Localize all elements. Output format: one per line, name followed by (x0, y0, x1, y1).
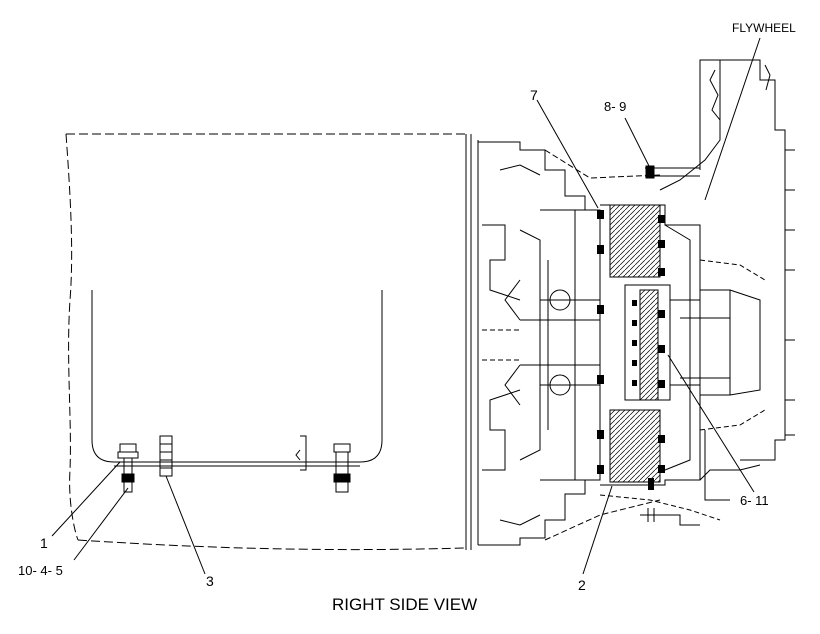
strap-bolts (118, 436, 350, 492)
label-part-8-9: 8- 9 (604, 99, 627, 114)
hatched-sections (610, 205, 660, 482)
label-part-10-4-5: 10- 4- 5 (18, 563, 63, 578)
leader-lines (52, 38, 760, 574)
label-flywheel: FLYWHEEL (732, 21, 796, 35)
label-part-1: 1 (40, 535, 48, 551)
housing-outline (66, 60, 795, 550)
label-part-2: 2 (578, 577, 586, 593)
fasteners (597, 210, 665, 490)
label-part-3: 3 (206, 573, 214, 589)
label-part-7: 7 (530, 87, 538, 103)
view-title: RIGHT SIDE VIEW (332, 595, 478, 614)
label-part-6-11: 6- 11 (740, 493, 769, 508)
